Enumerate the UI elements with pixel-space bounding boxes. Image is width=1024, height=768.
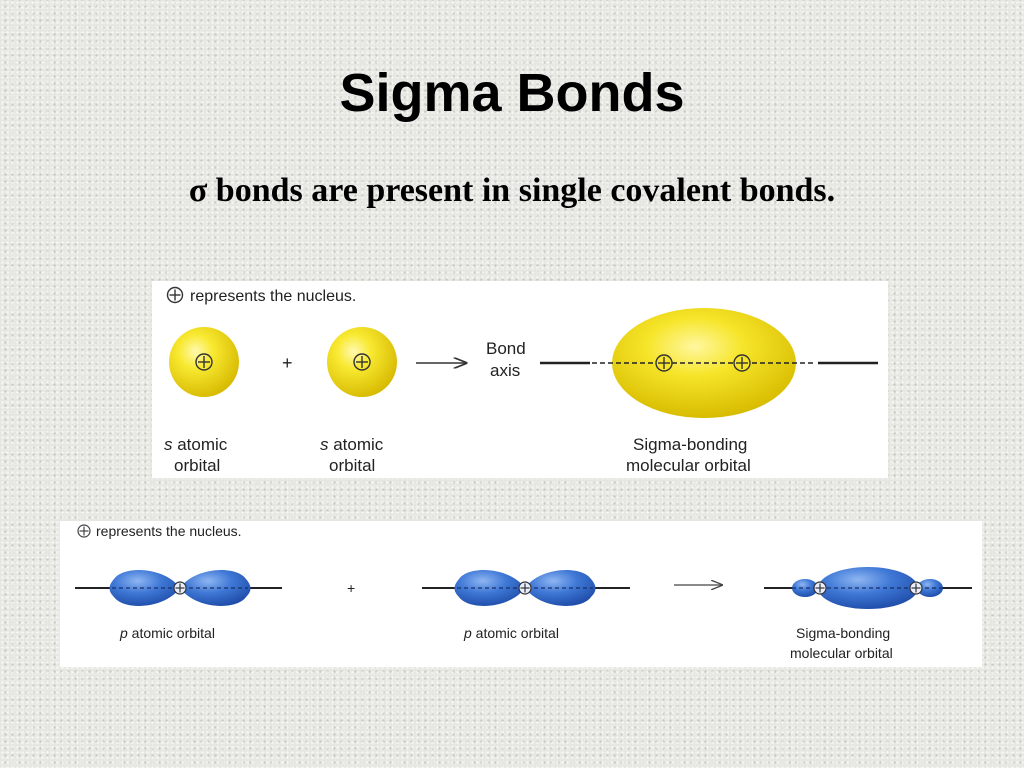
- legend-text: represents the nucleus.: [190, 288, 356, 305]
- bond-axis-label-line2: axis: [490, 361, 520, 380]
- p-orbital-2: [422, 570, 630, 606]
- legend-text: represents the nucleus.: [96, 523, 242, 539]
- p-orbital-1-label: p atomic orbital: [119, 625, 215, 641]
- s-orbital-1-label-line1: s atomic: [164, 435, 228, 454]
- sigma-label-line1: Sigma-bonding: [796, 625, 890, 641]
- plus-sign: +: [347, 580, 355, 596]
- nucleus-legend-icon: [166, 286, 184, 304]
- p-orbital-2-label: p atomic orbital: [463, 625, 559, 641]
- bond-axis-label-line1: Bond: [486, 339, 526, 358]
- sigma-label-line2: molecular orbital: [626, 456, 751, 475]
- s-orbital-2-label-line2: orbital: [329, 456, 375, 475]
- nucleus-legend-icon: [77, 524, 91, 538]
- s-orbital-2-label-line1: s atomic: [320, 435, 384, 454]
- s-orbital-1-label-line2: orbital: [174, 456, 220, 475]
- nucleus-right-icon: [733, 354, 751, 372]
- p-orbital-figure: represents the nucleus. +: [60, 521, 982, 667]
- s-orbital-2: [327, 327, 397, 397]
- s-orbital-figure: represents the nucleus. + Bond axis: [152, 281, 888, 478]
- slide-subtitle: σ bonds are present in single covalent b…: [188, 172, 836, 209]
- sigma-bonding-p-orbital: [764, 567, 972, 609]
- plus-sign: +: [282, 353, 293, 373]
- s-orbital-1: [169, 327, 239, 397]
- sigma-label-line2: molecular orbital: [790, 645, 893, 661]
- sigma-label-line1: Sigma-bonding: [633, 435, 747, 454]
- p-orbital-1: [75, 570, 282, 606]
- slide-title: Sigma Bonds: [339, 63, 685, 123]
- nucleus-left-icon: [655, 354, 673, 372]
